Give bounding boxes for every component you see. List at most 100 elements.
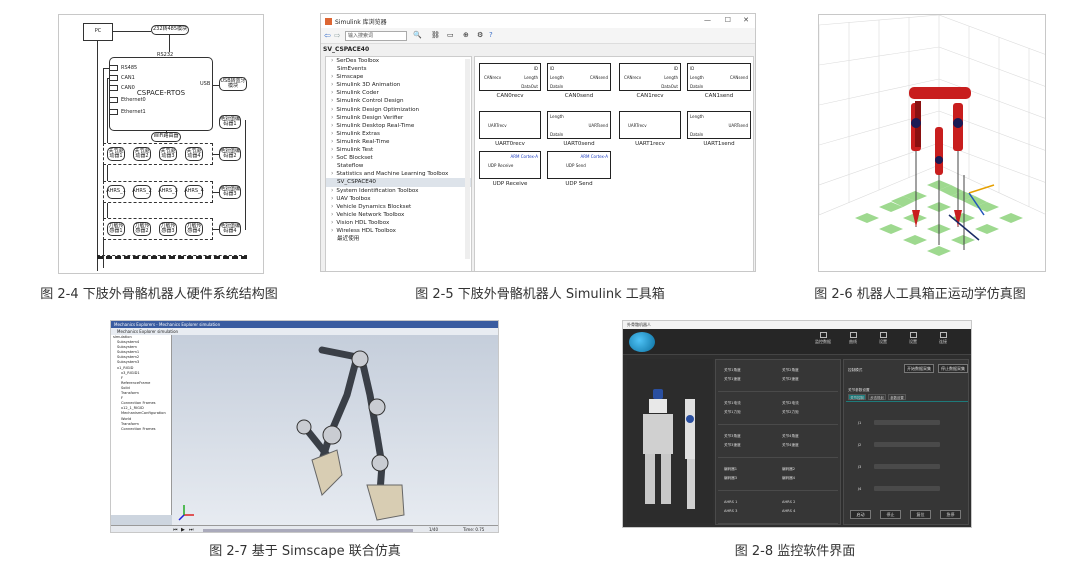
- simscape-tree-item[interactable]: F: [121, 375, 124, 380]
- pin-icon[interactable]: ⊕: [463, 31, 469, 39]
- simscape-tree-item[interactable]: World: [121, 416, 132, 421]
- start-collect-button[interactable]: 开始数据采集: [904, 364, 934, 373]
- tree-item[interactable]: SerDes Toolbox: [326, 57, 471, 65]
- tree-item[interactable]: Vision HDL Toolbox: [326, 219, 471, 227]
- rewind-icon[interactable]: ⏮: [173, 527, 178, 533]
- tab-gait-planning[interactable]: 步态规划: [868, 394, 886, 400]
- tree-item[interactable]: Statistics and Machine Learning Toolbox: [326, 170, 471, 178]
- simscape-tree-item[interactable]: F: [121, 396, 124, 401]
- folder-icon[interactable]: ▭: [447, 31, 454, 39]
- block-can1recv[interactable]: ID CANrecv Length DataOut: [619, 63, 681, 91]
- timeline-slider[interactable]: [203, 529, 413, 532]
- forward-icon[interactable]: ⇨: [334, 31, 341, 40]
- tree-item[interactable]: Simscape: [326, 73, 471, 81]
- simscape-tree-item[interactable]: Subsystem4: [117, 340, 140, 345]
- block-uart0recv[interactable]: UARTrecv: [479, 111, 541, 139]
- tree-item[interactable]: Stateflow: [337, 163, 364, 170]
- simscape-tree-item[interactable]: Connection Frames: [121, 426, 156, 431]
- nav-connect[interactable]: 连接: [931, 332, 955, 345]
- tree-item[interactable]: System Identification Toolbox: [326, 187, 471, 195]
- simscape-tree-item[interactable]: ReferenceFrame: [121, 380, 151, 385]
- simscape-3d-view[interactable]: [172, 335, 498, 525]
- data-label: 关节2速度: [782, 377, 799, 381]
- simscape-tree-item[interactable]: Subsystem: [117, 345, 137, 350]
- simscape-tree-item[interactable]: Subsystem3: [117, 360, 140, 365]
- simscape-tree-item[interactable]: Connection Frames: [121, 401, 156, 406]
- row-j4-bar[interactable]: [874, 486, 940, 491]
- robot-model: [909, 87, 995, 250]
- block-can1send[interactable]: ID Length CANsend DataIn: [687, 63, 751, 91]
- tree-item[interactable]: Simulink Real-Time: [326, 138, 471, 146]
- simscape-tree-item[interactable]: x12_1_RIGID: [121, 406, 144, 411]
- search-input[interactable]: 输入搜索词: [345, 31, 407, 41]
- tree-item[interactable]: Simulink Test: [326, 146, 471, 154]
- simscape-tree-item[interactable]: x3_RIGID1: [121, 370, 140, 375]
- simscape-tree-item[interactable]: x1_RIGID: [117, 365, 134, 370]
- port-canrecv: CANrecv: [484, 75, 502, 80]
- ahrs-2: AHRS_2: [132, 185, 152, 199]
- simscape-tree-item[interactable]: Solid: [121, 385, 130, 390]
- tree-item[interactable]: Simulink Extras: [326, 130, 471, 138]
- maximize-icon[interactable]: ☐: [724, 16, 731, 24]
- tree-item[interactable]: UAV Toolbox: [326, 195, 471, 203]
- action-estop-button[interactable]: 急停: [940, 510, 961, 519]
- row-j1-bar[interactable]: [874, 420, 940, 425]
- simscape-tree-item[interactable]: Subsystem2: [117, 355, 140, 360]
- tree-item[interactable]: Simulink Desktop Real-Time: [326, 122, 471, 130]
- block-can0send[interactable]: ID Length CANsend DataIn: [547, 63, 611, 91]
- tree-item[interactable]: SimEvents: [337, 66, 367, 73]
- simscape-tab[interactable]: Mechanics Explorer simulation: [111, 328, 498, 335]
- minimize-icon[interactable]: —: [704, 16, 711, 24]
- action-stop-button[interactable]: 停止: [880, 510, 901, 519]
- link-icon[interactable]: ⛓: [431, 31, 440, 39]
- close-icon[interactable]: ✕: [743, 16, 749, 24]
- settings-icon[interactable]: ⚙: [477, 31, 484, 39]
- pc-box: PC: [83, 23, 113, 41]
- back-icon[interactable]: ⇦: [324, 31, 331, 40]
- tree-scrollbar[interactable]: [465, 59, 470, 259]
- block-udp-send[interactable]: ARM Cortex-A UDP Send: [547, 151, 611, 179]
- simscape-tree-item[interactable]: Transform: [121, 421, 139, 426]
- block-uart0send[interactable]: Length UARTsend DataIn: [547, 111, 611, 139]
- row-j2-bar[interactable]: [874, 442, 940, 447]
- row-j3-bar[interactable]: [874, 464, 940, 469]
- tree-item[interactable]: Simulink 3D Animation: [326, 81, 471, 89]
- action-reset-button[interactable]: 复位: [910, 510, 931, 519]
- tree-item[interactable]: SV_CSPACE40: [326, 178, 471, 187]
- tree-item[interactable]: Simulink Coder: [326, 89, 471, 97]
- tab-parameter-settings[interactable]: 参数设置: [888, 394, 906, 400]
- nav-settings-2[interactable]: 设置: [901, 332, 925, 345]
- nav-monitor[interactable]: 监控数据: [811, 332, 835, 345]
- simscape-tree-item[interactable]: Transform: [121, 391, 139, 396]
- block-udp-receive[interactable]: ARM Cortex-A UDP Receive: [479, 151, 541, 179]
- simscape-tree-item[interactable]: MechanismConfiguration: [121, 411, 166, 416]
- block-uart1recv[interactable]: UARTrecv: [619, 111, 681, 139]
- nav-settings-1-label: 设置: [879, 339, 887, 344]
- block-uart1send[interactable]: Length UARTsend DataIn: [687, 111, 751, 139]
- help-icon[interactable]: ?: [489, 31, 493, 39]
- tree-item[interactable]: Simulink Control Design: [326, 97, 471, 105]
- tree-item[interactable]: 最近使用: [337, 236, 360, 243]
- block-can0recv[interactable]: ID CANrecv Length DataOut: [479, 63, 541, 91]
- tree-item[interactable]: Wireless HDL Toolbox: [326, 227, 471, 235]
- ahrs-1: AHRS_1: [106, 185, 126, 199]
- settings-icon: [879, 332, 887, 338]
- driver-2: 关节驱动器2: [133, 147, 151, 161]
- tab-joint-control[interactable]: 关节控制: [848, 394, 866, 400]
- tree-item[interactable]: Simulink Design Verifier: [326, 114, 471, 122]
- search-icon[interactable]: 🔍: [413, 31, 422, 39]
- port-dataout: DataOut: [661, 84, 678, 89]
- data-label: 编码器1: [724, 467, 738, 471]
- tree-item[interactable]: Vehicle Dynamics Blockset: [326, 203, 471, 211]
- simscape-tree-item[interactable]: Subsystem1: [117, 350, 140, 355]
- stop-collect-button[interactable]: 停止数据采集: [938, 364, 968, 373]
- tree-item[interactable]: SoC Blockset: [326, 154, 471, 162]
- simscape-tree-item[interactable]: simulation: [113, 335, 132, 339]
- nav-settings-1[interactable]: 设置: [871, 332, 895, 345]
- play-icon[interactable]: ▶: [181, 527, 185, 533]
- tree-item[interactable]: Simulink Design Optimization: [326, 106, 471, 114]
- action-start-button[interactable]: 启动: [850, 510, 871, 519]
- forward-icon[interactable]: ⏭: [189, 527, 194, 533]
- nav-curve[interactable]: 曲线: [841, 332, 865, 345]
- tree-item[interactable]: Vehicle Network Toolbox: [326, 211, 471, 219]
